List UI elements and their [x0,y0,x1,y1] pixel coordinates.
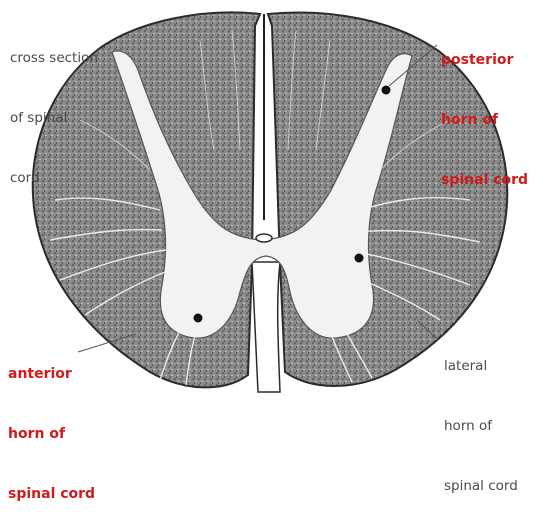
label-cross-section: cross section of spinal cord [10,8,98,208]
neuron-lateral-horn [355,254,364,263]
central-canal [256,234,272,242]
neuron-posterior-horn [382,86,391,95]
neuron-anterior-horn [194,314,203,323]
label-posterior-horn: posterior horn of spinal cord [441,10,528,210]
label-lateral-horn: lateral horn of spinal cord [444,316,518,516]
anterior-median-fissure [252,262,280,392]
label-anterior-horn: anterior horn of spinal cord [8,324,95,524]
